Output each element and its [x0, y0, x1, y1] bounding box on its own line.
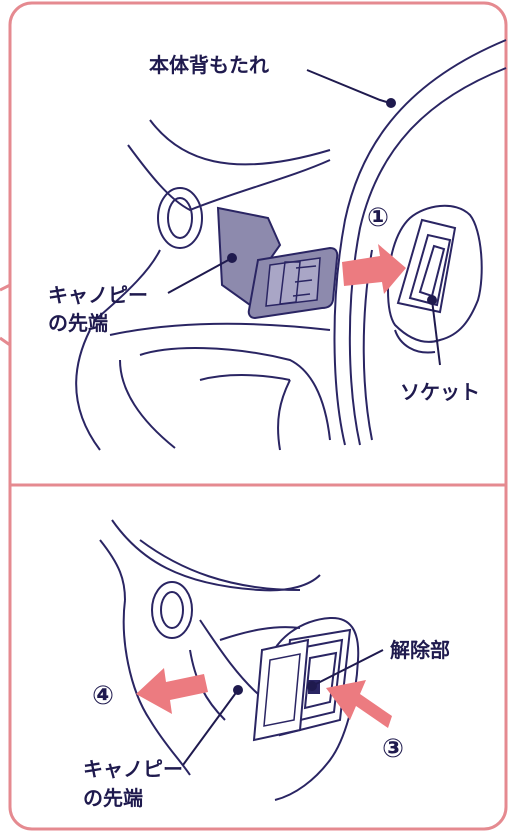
- bottom-panel: 解除部 ③ ④ キャノピー の先端: [83, 519, 450, 810]
- arrow-up-left-icon: [326, 680, 392, 728]
- leader-lines-bottom: [182, 649, 384, 766]
- canopy-arm: [75, 119, 331, 451]
- label-release: 解除部: [390, 638, 450, 662]
- socket: [386, 204, 483, 354]
- arrow-left-icon: [136, 668, 208, 714]
- canopy-arm-bottom: [99, 519, 321, 776]
- label-socket: ソケット: [400, 380, 480, 404]
- frame-notch: [0, 282, 12, 348]
- label-backrest: 本体背もたれ: [149, 53, 269, 77]
- label-canopy-tip-bottom-line2: の先端: [83, 786, 143, 810]
- label-step4: ④: [92, 681, 114, 711]
- label-step3: ③: [382, 734, 404, 764]
- label-canopy-tip-line1: キャノピー: [48, 283, 148, 307]
- label-canopy-tip-bottom-line1: キャノピー: [83, 757, 183, 781]
- label-step1: ①: [367, 203, 389, 233]
- canopy-tip-connector: [216, 206, 339, 320]
- arrow-right-icon: [342, 244, 406, 294]
- top-panel: 本体背もたれ キャノピー の先端 ソケット ①: [48, 39, 507, 451]
- leader-lines-top: [167, 69, 441, 366]
- label-canopy-tip-line2: の先端: [48, 311, 108, 335]
